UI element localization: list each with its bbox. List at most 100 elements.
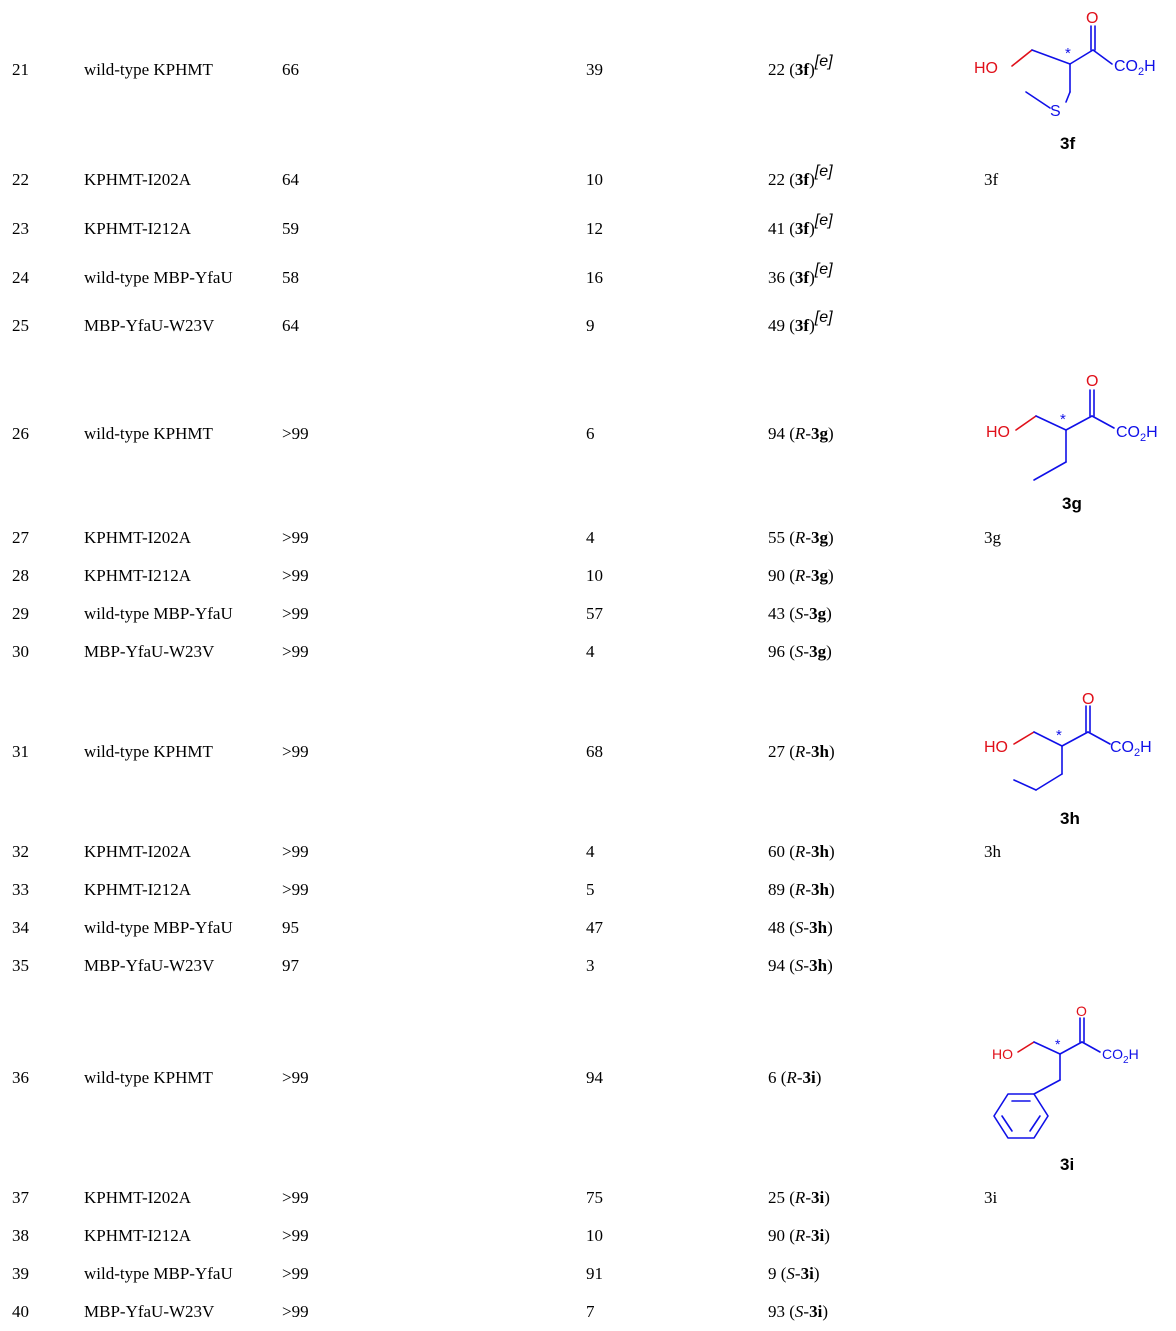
yield-3: 96 (S-3g) [768, 642, 832, 662]
yield-3-value: 90 [768, 1226, 785, 1245]
conversion-value: >99 [282, 742, 309, 761]
yield-3: 22 (3f)[e] [768, 53, 833, 81]
product-label: 3f [794, 268, 810, 287]
conversion-value: 58 [282, 268, 299, 287]
product-label: 3h [809, 918, 828, 937]
yield-3: 49 (3f)[e] [768, 309, 833, 337]
product-label: 3i [810, 1226, 825, 1245]
compound-label: 3g [1062, 494, 1082, 513]
yield-3-value: 9 [768, 1264, 777, 1283]
conversion-value: >99 [282, 424, 309, 443]
stereo-descriptor: S [794, 642, 804, 661]
stereo-descriptor: R [786, 1068, 797, 1087]
product-label: 3f [794, 316, 810, 335]
entry-number: 38 [12, 1226, 29, 1245]
yield-3: 90 (R-3g) [768, 566, 834, 586]
conversion-value: 95 [282, 918, 299, 937]
paren-close: ) [824, 1188, 830, 1207]
paren-close: ) [826, 604, 832, 623]
entry-number: 35 [12, 956, 29, 975]
enzyme-name: wild-type KPHMT [84, 424, 213, 443]
conversion-value: >99 [282, 642, 309, 661]
stereo-descriptor: R [794, 880, 806, 899]
hyphen: - [805, 880, 811, 899]
enzyme-name: KPHMT-I212A [84, 219, 192, 238]
entry-number: 33 [12, 880, 29, 899]
yield-3: 22 (3f)[e] [768, 163, 833, 191]
stereo-descriptor: R [794, 1226, 806, 1245]
yield-3: 94 (S-3h) [768, 956, 833, 976]
yield-3: 48 (S-3h) [768, 918, 833, 938]
yield-3-value: 25 [768, 1188, 785, 1207]
compound-ref: 3h [984, 842, 1001, 861]
yield-3: 89 (R-3h) [768, 880, 835, 900]
yield-2: 7 [586, 1302, 595, 1321]
paren-open: ( [785, 268, 795, 287]
yield-2: 9 [586, 316, 595, 335]
paren-open: ( [776, 1068, 787, 1087]
entry-number: 26 [12, 424, 29, 443]
hyphen: - [805, 742, 811, 761]
yield-3-value: 94 [768, 956, 785, 975]
ho-label: HO [974, 60, 998, 77]
yield-2: 4 [586, 642, 595, 661]
stereo-descriptor: S [786, 1264, 795, 1283]
product-label: 3g [810, 528, 828, 547]
yield-3: 60 (R-3h) [768, 842, 835, 862]
yield-2: 4 [586, 528, 595, 547]
hyphen: - [805, 424, 811, 443]
enzyme-name: KPHMT-I212A [84, 566, 192, 585]
conversion-value: >99 [282, 528, 309, 547]
carbonyl-oxygen: O [1086, 373, 1098, 390]
entry-number: 30 [12, 642, 29, 661]
hyphen: - [796, 1068, 803, 1087]
stereocenter-star: * [1055, 1036, 1061, 1052]
product-label: 3h [809, 956, 828, 975]
enzyme-name: KPHMT-I202A [84, 170, 192, 189]
hyphen: - [803, 918, 810, 937]
stereocenter-star: * [1060, 411, 1066, 428]
ho-label: HO [986, 424, 1010, 441]
yield-2: 16 [586, 268, 603, 287]
paren-close: ) [827, 566, 834, 585]
entry-number: 21 [12, 60, 29, 79]
conversion-value: 66 [282, 60, 299, 79]
paren-open: ( [785, 742, 795, 761]
hyphen: - [805, 1188, 811, 1207]
yield-3: 41 (3f)[e] [768, 212, 833, 240]
compound-label: 3f [1060, 134, 1075, 153]
paren-close: ) [827, 956, 833, 975]
product-label: 3f [794, 170, 810, 189]
yield-3-value: 93 [768, 1302, 785, 1321]
conversion-value: 97 [282, 956, 299, 975]
stereo-descriptor: S [794, 918, 804, 937]
yield-3-value: 22 [768, 60, 785, 79]
enzyme-name: wild-type MBP-YfaU [84, 1264, 233, 1283]
conversion-value: 64 [282, 316, 299, 335]
paren-open: ( [785, 956, 795, 975]
conversion-value: >99 [282, 604, 309, 623]
conversion-value: >99 [282, 1302, 309, 1321]
paren-close: ) [827, 918, 833, 937]
yield-3: 94 (R-3g) [768, 424, 834, 444]
stereo-descriptor: R [794, 566, 806, 585]
yield-3: 43 (S-3g) [768, 604, 832, 624]
compound-ref: 3g [984, 528, 1001, 547]
sulfur-label: S [1050, 103, 1061, 120]
stereo-descriptor: R [794, 1188, 806, 1207]
yield-3-value: 22 [768, 170, 785, 189]
yield-3-value: 89 [768, 880, 785, 899]
paren-open: ( [785, 566, 795, 585]
enzyme-name: wild-type MBP-YfaU [84, 268, 233, 287]
conversion-value: >99 [282, 1068, 309, 1087]
product-label: 3i [809, 1302, 823, 1321]
enzyme-name: KPHMT-I202A [84, 1188, 192, 1207]
paren-open: ( [785, 842, 795, 861]
yield-3-value: 43 [768, 604, 785, 623]
conversion-value: >99 [282, 1188, 309, 1207]
product-label: 3g [809, 642, 827, 661]
ho-label: HO [992, 1046, 1013, 1062]
yield-3: 90 (R-3i) [768, 1226, 830, 1246]
yield-3: 55 (R-3g) [768, 528, 834, 548]
paren-open: ( [785, 60, 795, 79]
